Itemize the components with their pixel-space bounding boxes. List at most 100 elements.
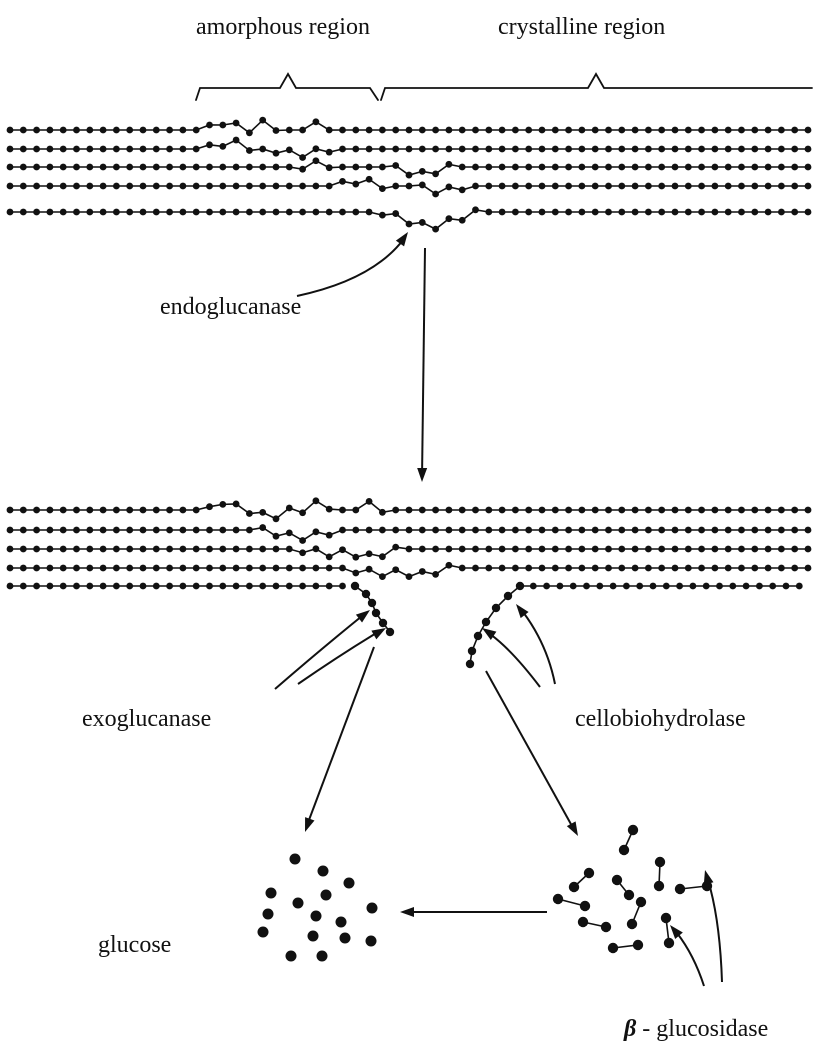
glucose-unit bbox=[751, 127, 758, 134]
endoglucanase-reaction-arrow bbox=[417, 248, 427, 482]
glucose-unit bbox=[233, 183, 240, 190]
glucose-unit bbox=[685, 507, 692, 514]
glucose-unit bbox=[246, 183, 253, 190]
glucose-unit bbox=[751, 209, 758, 216]
glucose-unit bbox=[33, 127, 40, 134]
glucose-unit bbox=[153, 583, 160, 590]
glucose-unit bbox=[47, 527, 54, 534]
glucose-unit bbox=[273, 150, 280, 157]
glucose-unit bbox=[459, 507, 466, 514]
glucose-unit bbox=[100, 583, 107, 590]
glucose-unit bbox=[126, 565, 133, 572]
glucose-unit bbox=[499, 546, 506, 553]
glucose-unit bbox=[206, 503, 213, 510]
glucose-unit bbox=[584, 868, 594, 878]
glucose-unit bbox=[20, 209, 27, 216]
glucose-unit bbox=[166, 546, 173, 553]
glucose-unit bbox=[259, 209, 266, 216]
glucose-unit bbox=[472, 146, 479, 153]
glucose-unit bbox=[352, 181, 359, 188]
glucose-unit bbox=[432, 191, 439, 198]
glucose-unit bbox=[299, 549, 306, 556]
glucose-unit bbox=[778, 507, 785, 514]
glucose-unit bbox=[552, 209, 559, 216]
glucose-unit bbox=[592, 146, 599, 153]
glucose-unit bbox=[539, 146, 546, 153]
glucose-unit bbox=[512, 127, 519, 134]
glucose-unit bbox=[313, 565, 320, 572]
glucose-unit bbox=[233, 527, 240, 534]
cellobiose-molecule bbox=[619, 825, 638, 855]
glucose-unit bbox=[712, 183, 719, 190]
glucose-unit bbox=[664, 938, 674, 948]
glucose-unit bbox=[623, 583, 630, 590]
glucose-unit bbox=[685, 546, 692, 553]
glucose-unit bbox=[725, 209, 732, 216]
glucose-unit bbox=[299, 154, 306, 161]
glucose-unit bbox=[352, 554, 359, 561]
glucose-unit bbox=[605, 183, 612, 190]
glucose-unit bbox=[166, 507, 173, 514]
glucose-unit bbox=[140, 583, 147, 590]
glucose-unit bbox=[86, 527, 93, 534]
glucose-unit bbox=[233, 120, 240, 127]
glucose-unit bbox=[392, 566, 399, 573]
glucose-unit bbox=[60, 507, 67, 514]
glucose-unit bbox=[765, 546, 772, 553]
glucose-unit bbox=[636, 897, 646, 907]
glucose-unit bbox=[386, 628, 394, 636]
glucose-unit bbox=[778, 209, 785, 216]
glucose-unit bbox=[259, 117, 266, 124]
glucose-unit bbox=[658, 164, 665, 171]
glucose-unit bbox=[485, 209, 492, 216]
glucose-unit bbox=[246, 565, 253, 572]
glucose-unit bbox=[632, 164, 639, 171]
arrow-shaft bbox=[523, 612, 555, 684]
glucose-unit bbox=[725, 546, 732, 553]
glucose-unit bbox=[206, 183, 213, 190]
glucose-unit bbox=[565, 183, 572, 190]
glucose-unit bbox=[113, 209, 120, 216]
glucose-unit bbox=[206, 122, 213, 129]
glucose-unit bbox=[73, 146, 80, 153]
glucose-unit bbox=[206, 141, 213, 148]
glucose-unit bbox=[765, 164, 772, 171]
glucose-unit bbox=[366, 527, 373, 534]
glucose-unit bbox=[778, 527, 785, 534]
glucose-unit bbox=[33, 164, 40, 171]
glucose-unit bbox=[769, 583, 776, 590]
glucose-unit bbox=[392, 127, 399, 134]
glucose-unit bbox=[219, 527, 226, 534]
glucose-unit bbox=[47, 146, 54, 153]
glucose-unit bbox=[406, 183, 413, 190]
glucose-unit bbox=[86, 164, 93, 171]
glucose-unit bbox=[492, 604, 500, 612]
glucose-unit bbox=[725, 127, 732, 134]
glucose-unit bbox=[113, 164, 120, 171]
glucose-unit bbox=[7, 546, 14, 553]
glucose-unit bbox=[743, 583, 750, 590]
glucose-unit bbox=[474, 632, 482, 640]
glucose-unit bbox=[645, 164, 652, 171]
glucose-unit bbox=[751, 507, 758, 514]
glucose-unit bbox=[286, 209, 293, 216]
glucose-molecule bbox=[308, 931, 319, 942]
glucose-unit bbox=[219, 183, 226, 190]
glucose-unit bbox=[366, 146, 373, 153]
glucose-unit bbox=[233, 209, 240, 216]
glucose-unit bbox=[246, 510, 253, 517]
glucose-unit bbox=[632, 527, 639, 534]
glucose-unit bbox=[20, 546, 27, 553]
glucose-unit bbox=[579, 546, 586, 553]
glucose-unit bbox=[539, 183, 546, 190]
glucose-unit bbox=[233, 164, 240, 171]
glucose-unit bbox=[219, 546, 226, 553]
glucose-unit bbox=[650, 583, 657, 590]
glucose-unit bbox=[485, 527, 492, 534]
glucose-unit bbox=[73, 183, 80, 190]
glucose-unit bbox=[618, 507, 625, 514]
glucose-unit bbox=[166, 164, 173, 171]
glucose-unit bbox=[100, 527, 107, 534]
glucose-unit bbox=[716, 583, 723, 590]
glucose-unit bbox=[326, 209, 333, 216]
